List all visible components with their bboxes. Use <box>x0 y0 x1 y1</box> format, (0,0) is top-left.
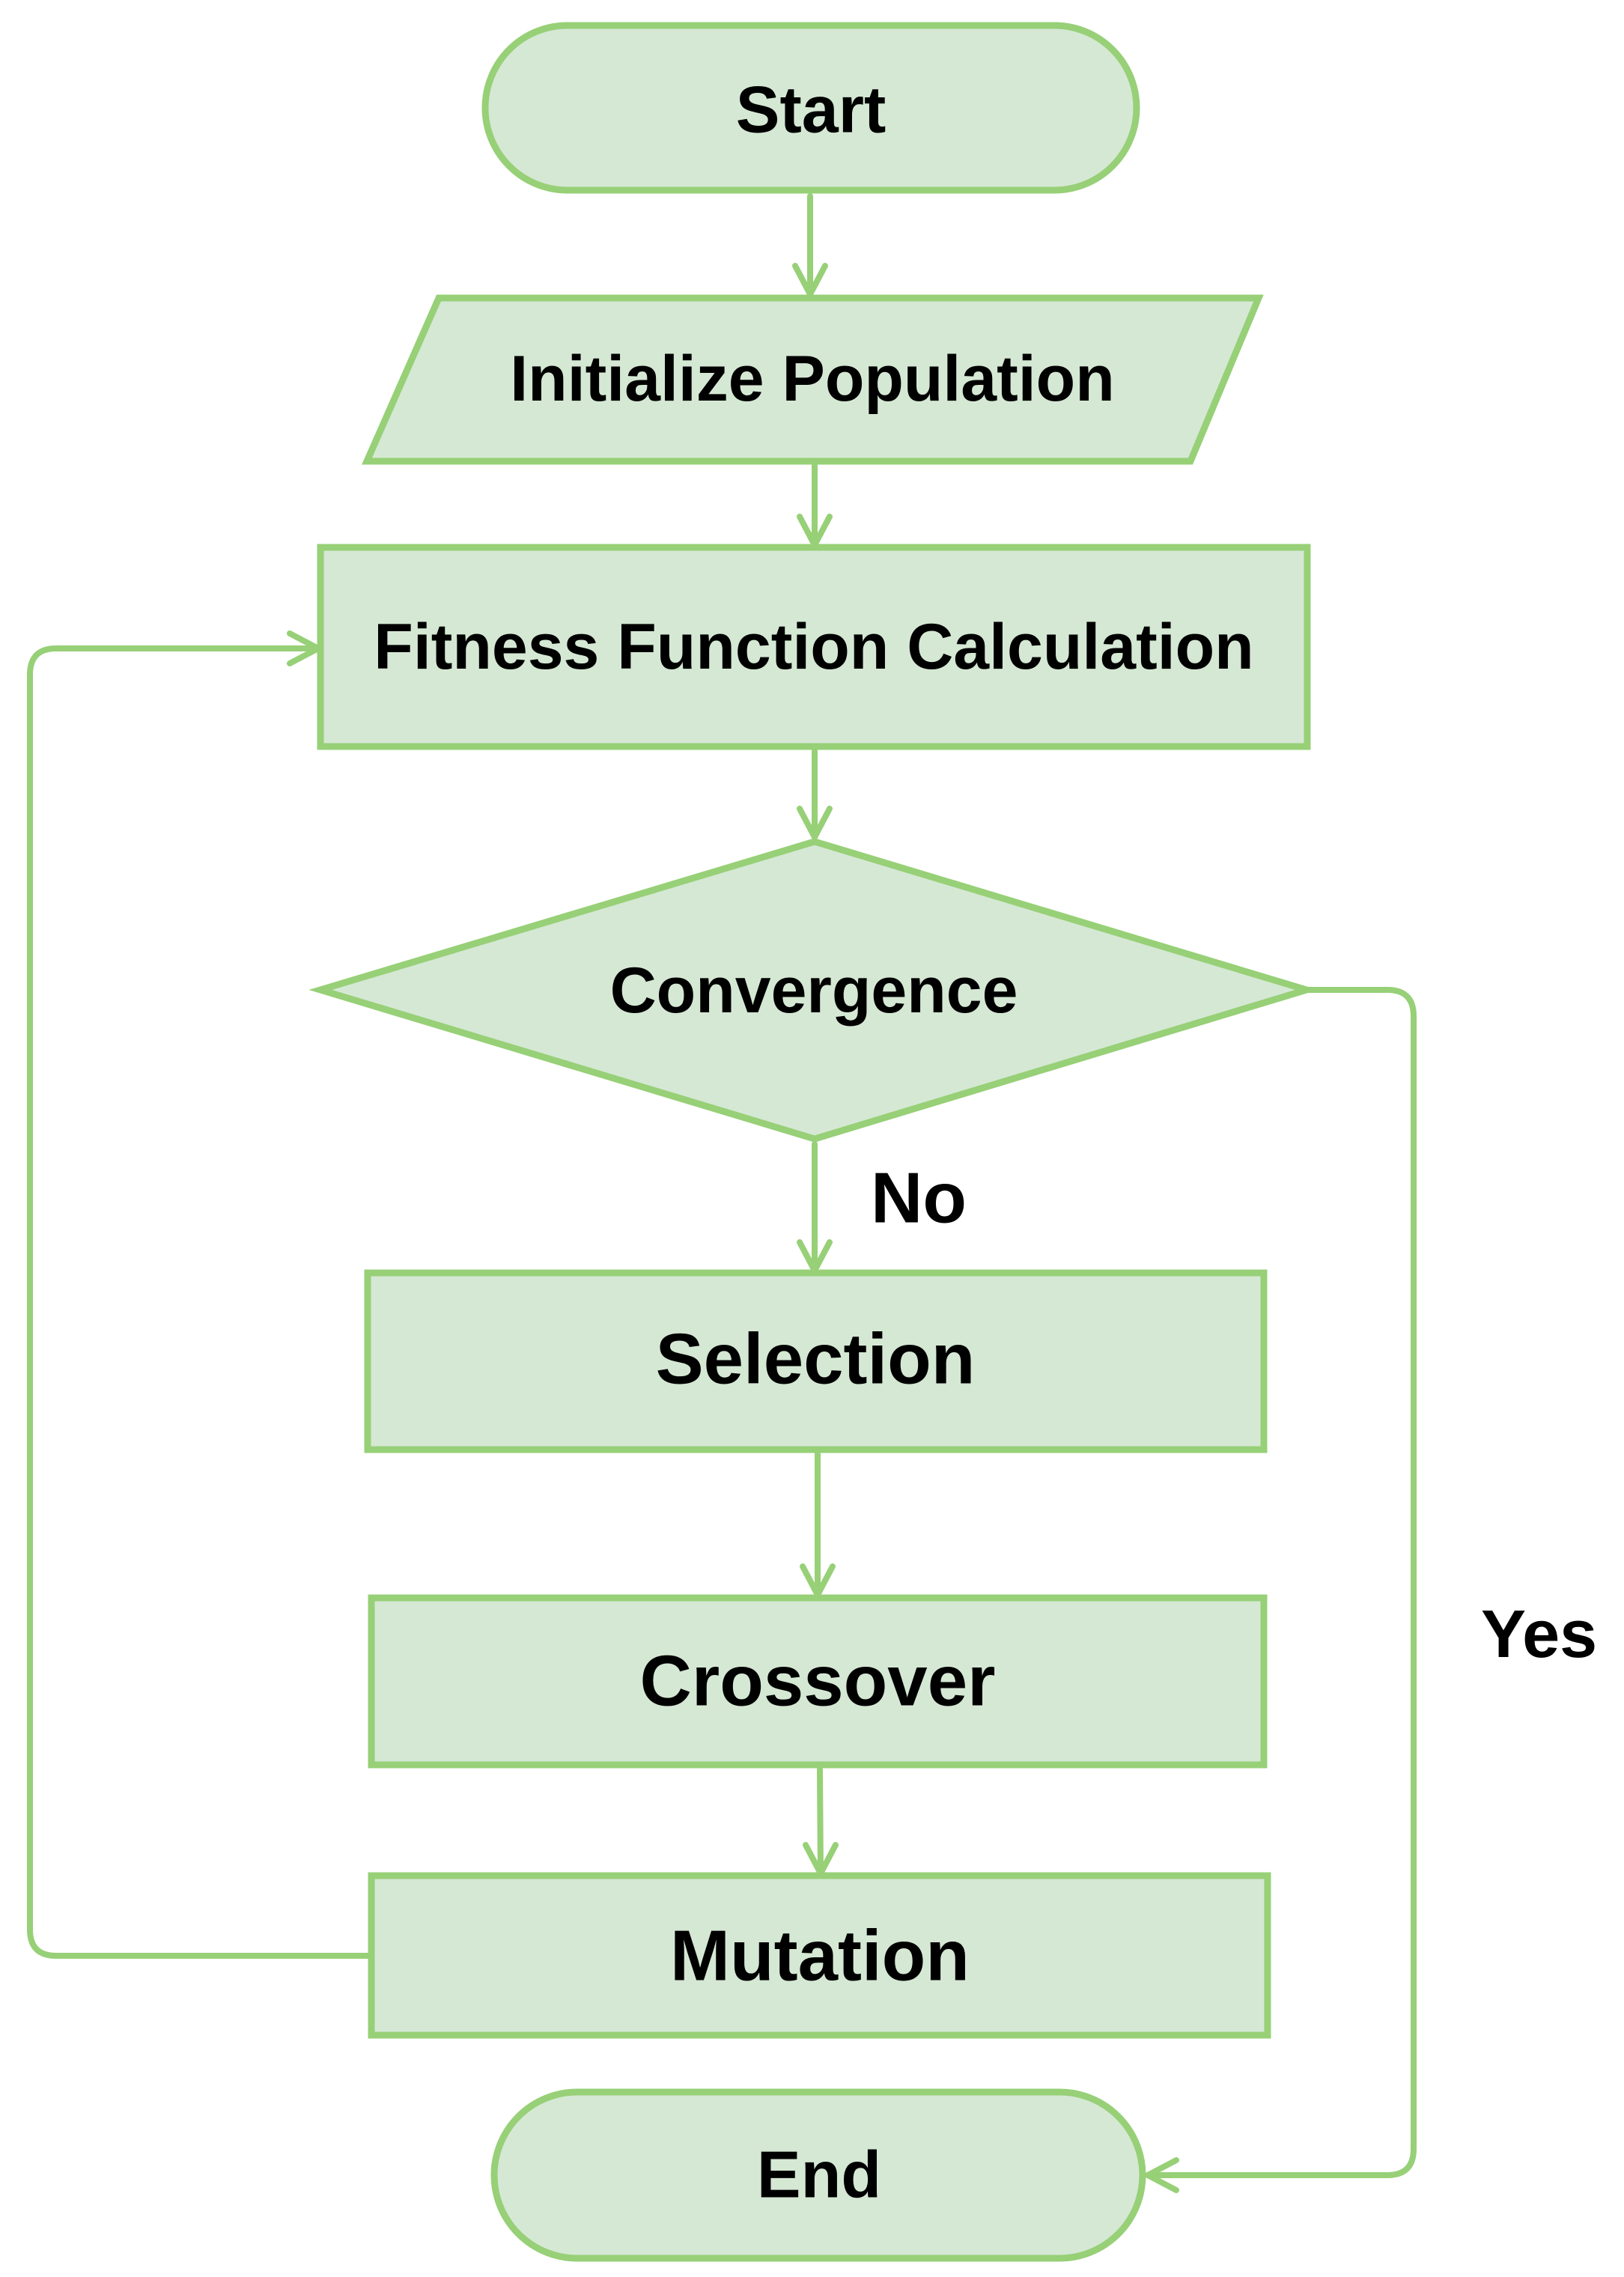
fitness-calculation-box <box>317 544 1311 750</box>
start-terminator <box>481 22 1140 194</box>
crossover-label: Crossover <box>640 1641 996 1721</box>
convergence-label: Convergence <box>610 955 1018 1027</box>
edge-convergence-yes-arrowhead <box>1145 2157 1179 2193</box>
mutation-box <box>368 1872 1271 2039</box>
edge-label-yes: Yes <box>1481 1597 1597 1672</box>
edge-convergence-yes <box>1145 987 1417 2178</box>
convergence-diamond <box>308 838 1319 1143</box>
edge-crossover-to-mutation <box>817 1766 824 1876</box>
mutation-label: Mutation <box>670 1916 970 1996</box>
edge-mutation-loop <box>27 645 373 1959</box>
selection-label: Selection <box>656 1319 976 1399</box>
fitness-calculation-label: Fitness Function Calculation <box>374 611 1253 683</box>
edge-fitness-to-convergence-arrowhead <box>797 806 833 840</box>
initialize-population-label: Initialize Population <box>510 343 1114 415</box>
labels: Start Initialize Population Fitness Func… <box>374 73 1597 2212</box>
end-terminator <box>490 2088 1146 2262</box>
nodes <box>308 22 1319 2262</box>
selection-box <box>364 1269 1268 1453</box>
crossover-box <box>368 1594 1268 1769</box>
edge-start-to-init-arrowhead <box>792 263 828 297</box>
end-label: End <box>757 2138 881 2212</box>
start-label: Start <box>736 73 886 147</box>
initialize-population-parallelogram <box>362 294 1264 465</box>
edge-label-no: No <box>871 1158 967 1238</box>
